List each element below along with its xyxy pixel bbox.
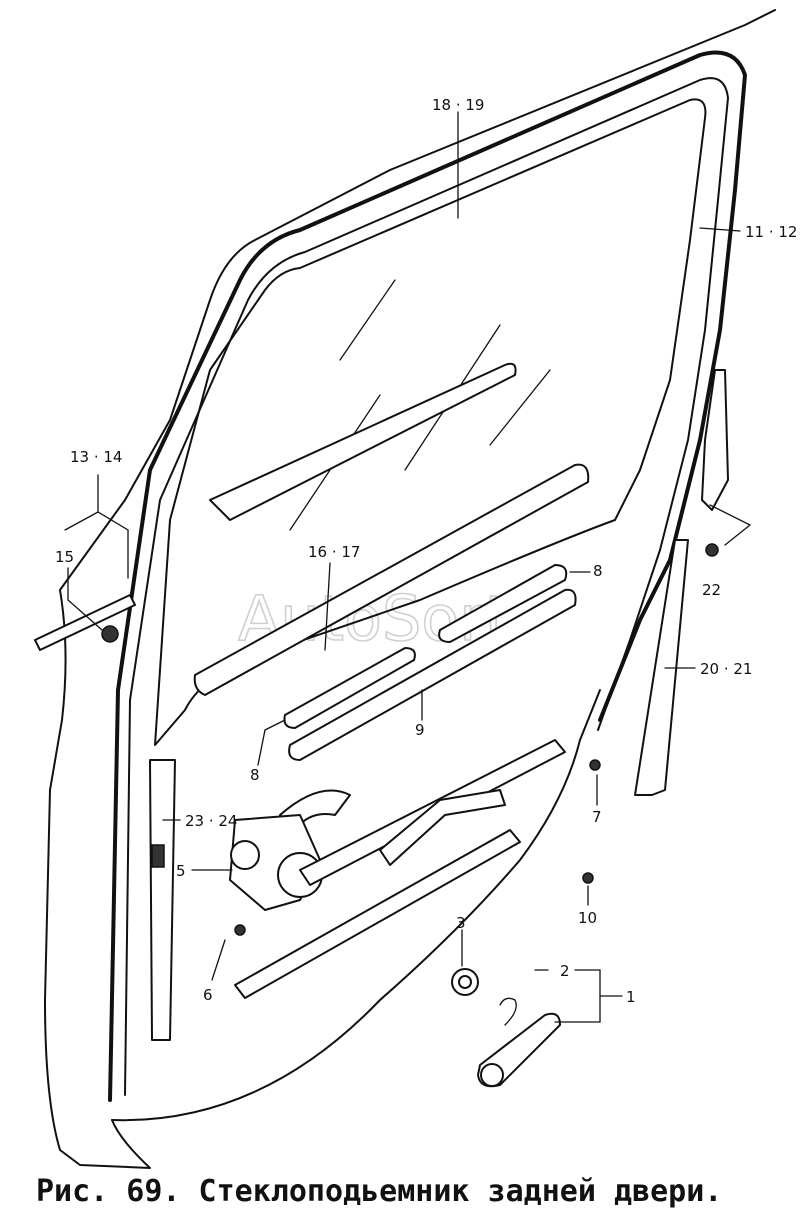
glass-channel-8-lower [283,647,416,729]
front-guide-23-24 [149,759,176,1041]
callout-8-upper: 8 [593,562,603,580]
guide-bracket-upper [701,369,729,511]
callout-3: 3 [456,914,466,932]
regulator-equalizer-arm [234,829,521,999]
figure-caption: Рис. 69. Стеклоподьемник задней двери. [36,1174,723,1209]
door-outline [44,9,776,1169]
leader-lines [64,111,752,1023]
regulator-motor [230,840,260,870]
callout-18-19: 18 · 19 [432,96,484,114]
bolt-6 [234,924,246,936]
glass-channel-8-upper [438,564,568,643]
front-guide-clip [151,844,165,868]
callout-22: 22 [702,581,721,599]
glass-channel-9 [288,588,577,761]
bolt-10 [582,872,594,884]
callout-10: 10 [578,909,597,927]
regulator-cross-arm [379,789,506,866]
callout-2: 2 [560,962,570,980]
callout-1: 1 [626,988,636,1006]
callout-11-12: 11 · 12 [745,223,797,241]
window-frame-inner [124,77,729,1096]
callout-8-lower: 8 [250,766,260,784]
window-frame-outer [108,50,747,1102]
callout-20-21: 20 · 21 [700,660,752,678]
washer-3-hole [458,975,472,989]
door-inner-panel [111,689,601,1122]
crank-knob [480,1063,504,1087]
inner-belt-molding [209,362,517,521]
clip-15 [101,625,119,643]
callout-9: 9 [415,721,425,739]
outer-weatherstrip-13-14 [34,594,136,651]
callout-13-14: 13 · 14 [70,448,122,466]
bolt-7 [589,759,601,771]
run-channel-20-21 [634,539,689,796]
callout-16-17: 16 · 17 [308,543,360,561]
callout-15: 15 [55,548,74,566]
spring-clip-2 [499,997,517,1026]
bolt-22 [705,543,719,557]
callout-5: 5 [176,862,186,880]
callout-6: 6 [203,986,213,1004]
belt-molding-16-17 [193,463,590,696]
callout-23-24: 23 · 24 [185,812,237,830]
callout-7: 7 [592,808,602,826]
